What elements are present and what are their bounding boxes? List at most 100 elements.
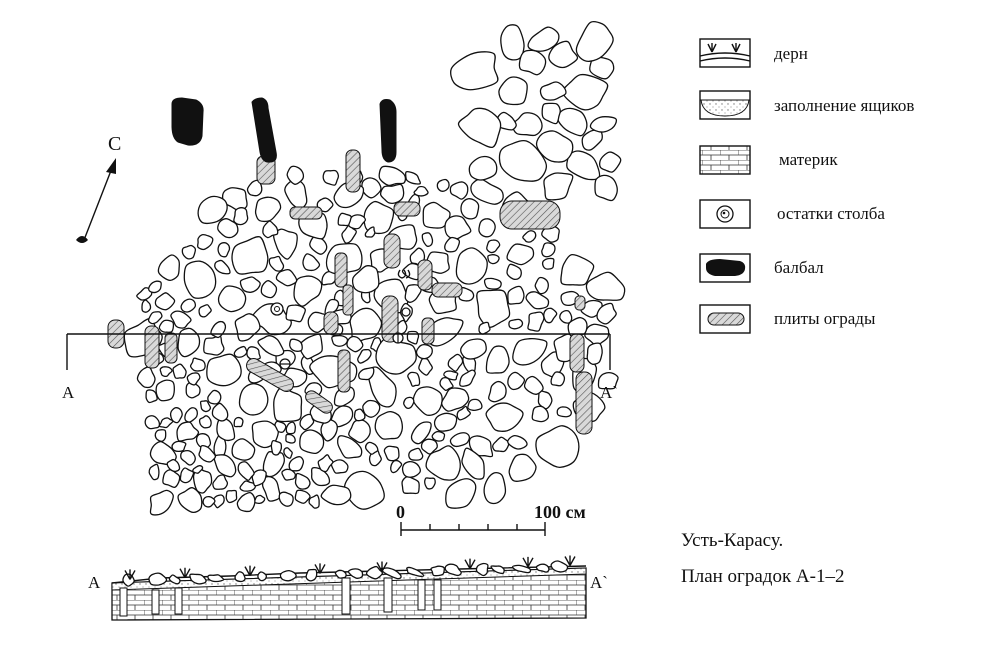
stone [181,244,197,260]
stone [268,255,285,272]
section-stone [490,565,505,575]
stone [216,417,236,442]
slab [342,284,354,316]
stone [375,337,417,375]
stone [447,353,464,372]
stone [413,185,429,197]
section-stone [257,571,268,582]
stone [189,357,206,372]
slab [499,200,561,230]
stone [158,417,174,429]
stone [527,311,545,332]
stone [597,372,619,390]
stone [534,276,549,295]
stone [169,407,183,424]
legend-turf-symbol [699,38,751,68]
stone [206,353,242,387]
stone [199,415,212,429]
stone [421,232,434,247]
turf-tufts [124,555,576,580]
stone [238,383,269,416]
stone [486,239,501,254]
stone [202,496,216,508]
stone [198,304,212,318]
stone [270,439,283,456]
section-stone [430,565,445,577]
slab [575,371,593,435]
balbal [171,97,204,146]
stone [144,415,161,430]
stone [320,484,352,506]
stone [253,494,266,505]
legend-fill-symbol [699,90,751,120]
legend-label-post: остатки столба [777,204,885,223]
stone [294,489,311,504]
scale-label-zero: 0 [396,502,405,522]
stone [487,254,500,265]
stone [506,263,522,281]
stone [141,299,152,313]
stone [584,323,610,347]
legend-symbols [699,38,751,334]
stone [476,289,511,328]
section-stone [475,562,489,577]
stone [317,454,334,473]
section-stone [406,566,425,577]
stone [441,387,470,412]
stone [170,310,192,329]
post-remains-marker [397,269,411,279]
stone [217,285,247,313]
slab [334,252,348,288]
cross-section: A A` [88,555,608,621]
slab [323,311,339,335]
stone [337,435,363,459]
stone [207,389,222,405]
stone [404,171,421,185]
stone [508,453,537,483]
stone [145,389,158,404]
stone [433,412,458,432]
slab [345,149,361,193]
stone [457,107,502,149]
stone [541,242,556,258]
turf-tuft [464,558,476,570]
stone [225,489,238,504]
legend-bedrock-symbol [699,145,751,175]
turf-tuft [314,563,326,574]
stone [180,298,197,313]
stone [254,196,282,223]
legend-label-turf: дерн [774,44,808,63]
stone [302,253,321,272]
caption-title: План оградок А-1–2 [681,566,845,587]
stone [148,463,160,481]
stone [455,247,488,285]
stone [176,421,200,442]
stone [507,371,526,391]
stone [285,421,296,435]
stone [485,345,510,374]
stone [211,402,229,422]
stone [331,334,349,347]
stone [444,236,461,253]
stone [353,408,366,422]
stone [364,226,376,238]
stone [293,275,323,307]
turf-tuft [179,567,191,579]
stone [436,178,450,192]
stone [379,183,405,204]
stone [257,335,285,357]
section-stone [365,565,384,580]
stone [171,440,187,453]
slab [305,390,333,414]
stone [239,276,261,293]
stone [408,447,424,461]
stone [157,254,181,282]
section-stone [444,563,462,577]
stone [550,371,566,387]
stone [281,468,296,481]
stone [197,195,228,225]
stone [357,348,372,364]
stone [294,472,311,490]
stone [415,344,433,360]
stone [298,333,323,360]
